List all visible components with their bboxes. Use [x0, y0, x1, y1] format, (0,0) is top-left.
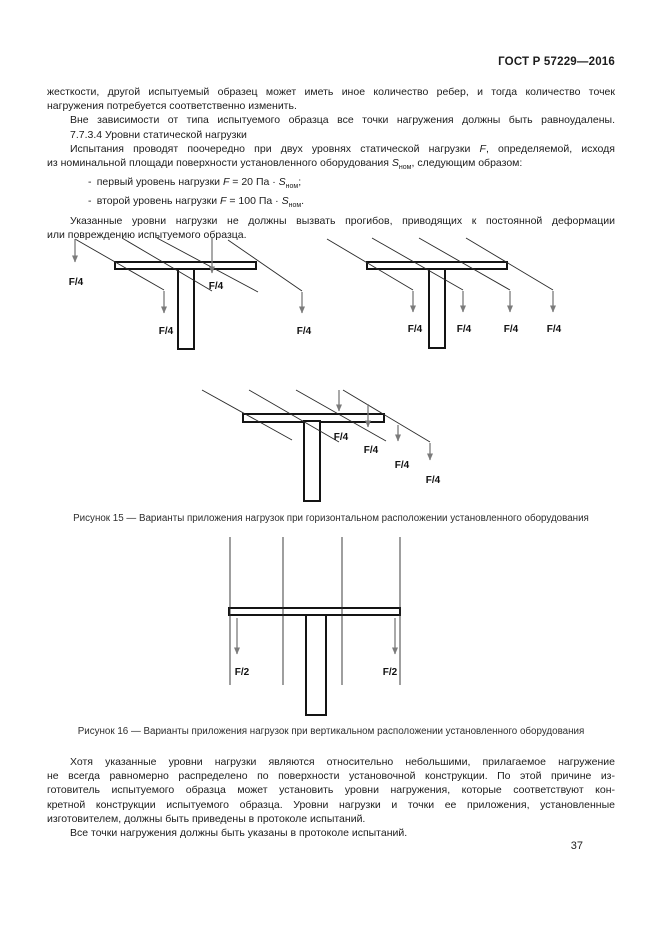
- leader-line: [326, 238, 414, 291]
- load-label-f4: F/4: [159, 326, 174, 337]
- figure-16-illustration: F/2 F/2: [228, 537, 401, 716]
- body-text-line: изготовителем, должны быть приведены в п…: [47, 812, 366, 825]
- load-label-f4: F/4: [426, 475, 441, 486]
- diagram-horizontal-right: F/4 F/4 F/4 F/4: [326, 237, 562, 349]
- load-label-f4: F/4: [504, 324, 519, 335]
- standard-number-header: ГОСТ Р 57229—2016: [498, 56, 615, 68]
- symbol-F: F: [222, 176, 230, 189]
- page-number: 37: [570, 840, 583, 852]
- body-text-line: жесткости, другой испытуемый образец мож…: [47, 86, 615, 98]
- body-text-line: готовитель испытуемого образца может уст…: [47, 784, 615, 797]
- symbol-F: F: [220, 195, 227, 208]
- body-text-line: Все точки нагружения должны быть указаны…: [70, 827, 408, 840]
- load-label-f4: F/4: [547, 324, 562, 335]
- body-text-line: нагружения потребуется соответственно из…: [47, 100, 297, 113]
- subscript-nom: ном: [288, 202, 302, 210]
- figure-15-caption: Рисунок 15 — Варианты приложения нагрузо…: [73, 513, 589, 524]
- leader-line: [227, 239, 303, 292]
- load-label-f2: F/2: [235, 667, 250, 678]
- body-text-line: Испытания проводят поочередно при двух у…: [70, 142, 615, 155]
- t-structure-post: [305, 614, 327, 716]
- leader-line: [248, 389, 340, 443]
- diagram-vertical-mount: F/2 F/2: [228, 537, 401, 716]
- load-label-f4: F/4: [297, 326, 312, 337]
- body-text-line: не всегда равномерно распределено по пов…: [47, 770, 615, 783]
- load-label-f2: F/2: [383, 667, 398, 678]
- t-structure-bar: [366, 261, 508, 270]
- t-structure-bar: [114, 261, 257, 270]
- leader-line: [342, 389, 431, 443]
- body-text-line: из номинальной площади поверхности устан…: [47, 157, 523, 172]
- load-label-f4: F/4: [334, 432, 349, 443]
- symbol-S: S: [281, 195, 289, 208]
- leader-line: [156, 237, 259, 293]
- upper-text-block: жесткости, другой испытуемый образец мож…: [47, 85, 615, 242]
- symbol-F: F: [479, 142, 486, 155]
- body-text-line: Хотя указанные уровни нагрузки являются …: [70, 756, 615, 768]
- load-level-item-1: - первый уровень нагрузки F = 20 Па · Sн…: [88, 176, 302, 191]
- body-text-line: Вне зависимости от типа испытуемого обра…: [70, 114, 615, 127]
- load-label-f4: F/4: [209, 281, 224, 292]
- load-label-f4: F/4: [69, 277, 84, 288]
- load-level-item-2: - второй уровень нагрузки F = 100 Па · S…: [88, 195, 305, 210]
- leader-line: [74, 238, 165, 291]
- figure-15-illustration: F/4 F/4 F/4 F/4 F/4 F/4 F/4 F/4: [69, 237, 562, 502]
- leader-line: [371, 237, 464, 291]
- subscript-nom: ном: [285, 183, 299, 191]
- load-label-f4: F/4: [457, 324, 472, 335]
- lower-text-block: Хотя указанные уровни нагрузки являются …: [47, 755, 615, 840]
- body-text-line: Указанные уровни нагрузки не должны вызв…: [70, 214, 615, 227]
- load-label-f4: F/4: [364, 445, 379, 456]
- leader-line: [418, 237, 511, 291]
- t-structure-post: [428, 268, 446, 349]
- body-text-line: кретной конструкции испытуемого образца.…: [47, 798, 615, 811]
- diagram-horizontal-left: F/4 F/4 F/4 F/4: [69, 237, 312, 350]
- leader-line: [201, 389, 293, 441]
- diagram-horizontal-bottom: F/4 F/4 F/4 F/4: [201, 389, 441, 502]
- leader-line: [121, 237, 213, 292]
- symbol-S: S: [278, 176, 286, 189]
- t-structure-bar: [228, 607, 401, 616]
- body-text-line: или повреждению испытуемого образца.: [47, 228, 247, 241]
- load-label-f4: F/4: [395, 460, 410, 471]
- t-structure-post: [303, 420, 321, 502]
- figure-16-caption: Рисунок 16 — Варианты приложения нагрузо…: [77, 726, 585, 737]
- leader-line: [465, 237, 554, 291]
- section-heading-7-7-3-4: 7.7.3.4 Уровни статической нагрузки: [70, 128, 247, 141]
- t-structure-post: [177, 268, 195, 350]
- symbol-S: S: [391, 157, 399, 170]
- load-label-f4: F/4: [408, 324, 423, 335]
- subscript-nom: ном: [398, 164, 412, 172]
- leader-line: [295, 389, 387, 442]
